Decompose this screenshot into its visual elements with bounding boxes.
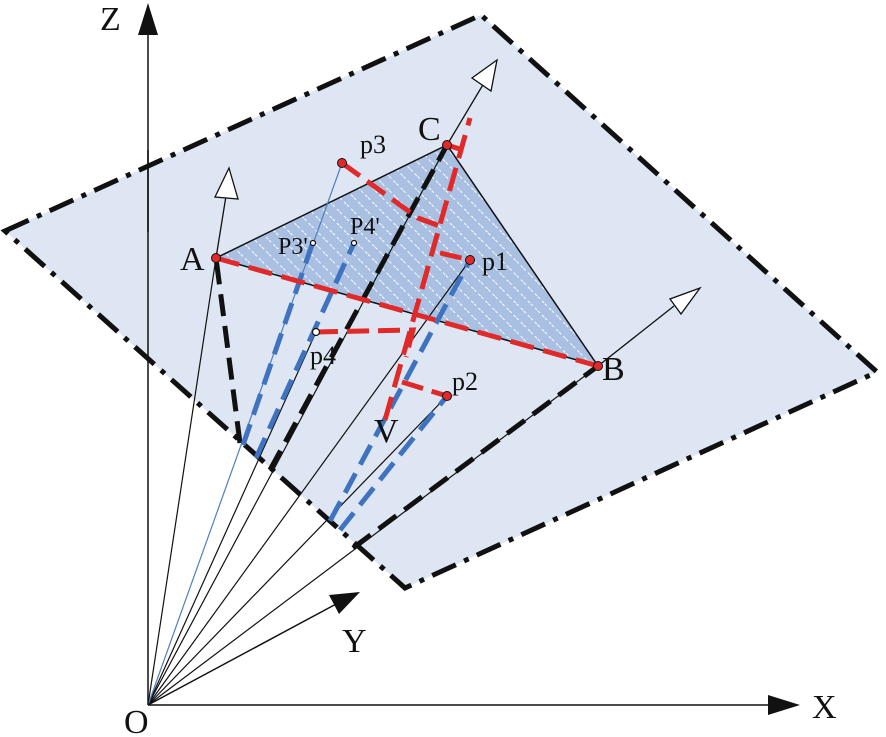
red-dashed-vc xyxy=(382,117,473,421)
axis-y-label: Y xyxy=(342,623,367,660)
points xyxy=(211,140,603,401)
vertex-b-label: B xyxy=(602,351,625,388)
normal-arrow-a-icon xyxy=(214,166,239,200)
normal-arrows xyxy=(214,58,702,367)
point-p4-prime-dot xyxy=(350,239,358,247)
vertex-v-label: V xyxy=(374,413,399,450)
vertex-a-label: A xyxy=(180,241,205,278)
coordinate-axes xyxy=(147,30,775,706)
triangle-abc xyxy=(213,144,600,368)
axis-x-label: X xyxy=(812,689,837,726)
vertex-b-dot xyxy=(593,361,603,371)
point-p2-dot xyxy=(442,391,452,401)
y-axis-arrow-icon xyxy=(329,592,360,614)
point-p3-dot xyxy=(337,158,347,168)
vertex-c-label: C xyxy=(418,111,441,148)
point-p3-prime-label: P3' xyxy=(278,234,308,260)
point-p4-dot xyxy=(311,327,321,337)
normal-arrow-b-icon xyxy=(668,286,702,316)
blue-dashed-rays xyxy=(240,241,473,532)
point-p3-label: p3 xyxy=(360,130,386,159)
z-axis-arrow-icon xyxy=(138,3,158,35)
point-p1-dot xyxy=(465,255,475,265)
point-p4-label: p4 xyxy=(310,341,336,370)
point-p2-label: p2 xyxy=(452,367,478,396)
x-axis-arrow-icon xyxy=(768,695,800,715)
axis-z-label: Z xyxy=(100,1,121,38)
vertex-c-dot xyxy=(442,140,452,150)
origin-label: O xyxy=(124,704,149,737)
vertex-a-dot xyxy=(211,253,221,263)
normal-arrow-c-icon xyxy=(470,58,498,93)
point-p4-prime-label: P4' xyxy=(350,214,380,240)
point-p1-label: p1 xyxy=(482,247,508,276)
black-dashed-rays xyxy=(213,143,600,551)
point-p3-prime-dot xyxy=(309,239,317,247)
